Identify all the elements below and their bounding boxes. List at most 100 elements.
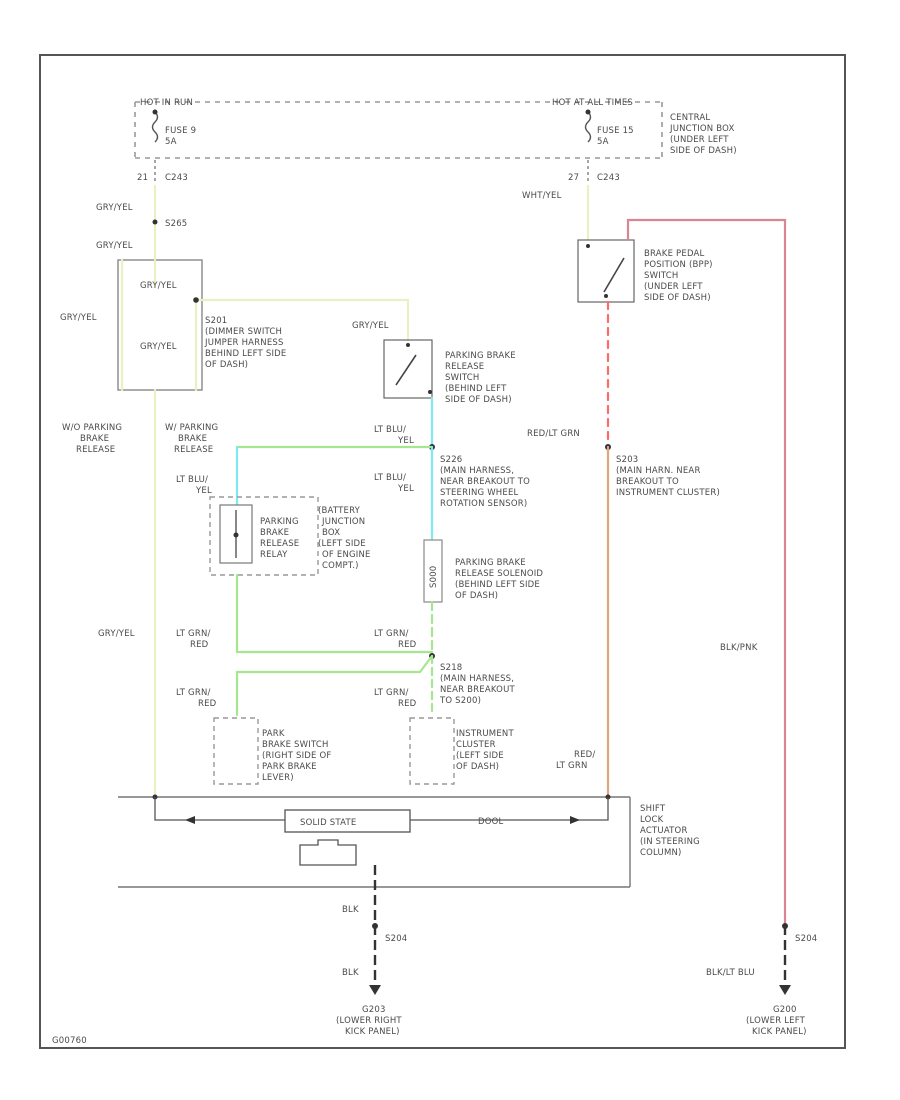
svg-text:LT GRN/: LT GRN/	[176, 688, 211, 698]
svg-text:C243: C243	[597, 173, 620, 183]
svg-text:JUNCTION: JUNCTION	[321, 517, 365, 527]
svg-text:LOCK: LOCK	[640, 815, 664, 825]
svg-text:SIDE OF DASH): SIDE OF DASH)	[445, 395, 512, 405]
svg-text:KICK PANEL): KICK PANEL)	[752, 1027, 807, 1037]
hot-at-all-times-label: HOT AT ALL TIMES	[552, 98, 633, 108]
svg-text:LT GRN/: LT GRN/	[374, 688, 409, 698]
svg-text:S218: S218	[440, 663, 462, 673]
svg-text:FUSE 9: FUSE 9	[165, 126, 196, 136]
lt-grn-red-label-d: LT GRN/ RED	[374, 688, 417, 709]
dimmer-jumper-block: GRY/YEL GRY/YEL GRY/YEL S201 (DIMMER SWI…	[60, 258, 410, 392]
svg-text:BOX: BOX	[322, 528, 340, 538]
module-arrow-label: DOOL	[478, 817, 504, 827]
svg-text:S204: S204	[795, 934, 817, 944]
svg-text:W/O PARKING: W/O PARKING	[62, 423, 122, 433]
svg-text:G200: G200	[773, 1005, 797, 1015]
svg-text:PARKING: PARKING	[260, 517, 299, 527]
svg-text:(BATTERY: (BATTERY	[318, 506, 361, 516]
s218-label: S218 (MAIN HARNESS, NEAR BREAKOUT TO S20…	[439, 663, 515, 706]
diagram-frame	[39, 54, 846, 1049]
svg-text:LT BLU/: LT BLU/	[176, 475, 208, 485]
svg-text:SHIFT: SHIFT	[640, 804, 666, 814]
park-brake-switch: PARK BRAKE SWITCH (RIGHT SIDE OF PARK BR…	[213, 717, 332, 785]
svg-text:27: 27	[568, 173, 579, 183]
svg-text:G203: G203	[362, 1005, 386, 1015]
central-junction-label: CENTRAL JUNCTION BOX (UNDER LEFT SIDE OF…	[669, 113, 737, 156]
gry-yel-label-lower: GRY/YEL	[98, 629, 135, 639]
svg-text:RED: RED	[398, 699, 417, 709]
svg-text:SIDE OF DASH): SIDE OF DASH)	[644, 293, 711, 303]
s226-label: S226 (MAIN HARNESS, NEAR BREAKOUT TO STE…	[440, 455, 530, 509]
svg-text:GRY/YEL: GRY/YEL	[60, 313, 97, 323]
lt-blu-yel-lower-label: LT BLU/ YEL	[374, 473, 414, 494]
svg-text:OF ENGINE: OF ENGINE	[322, 550, 371, 560]
svg-text:PARKING BRAKE: PARKING BRAKE	[455, 558, 526, 568]
svg-text:ROTATION SENSOR): ROTATION SENSOR)	[440, 499, 527, 509]
svg-text:RELEASE: RELEASE	[174, 445, 213, 455]
svg-text:(LOWER LEFT: (LOWER LEFT	[746, 1016, 806, 1026]
solid-state-label: SOLID STATE	[300, 818, 356, 828]
shift-lock-actuator: SOLID STATE DOOL SHIFT LOCK ACTUATOR (IN…	[118, 794, 700, 888]
svg-text:BEHIND LEFT SIDE: BEHIND LEFT SIDE	[205, 349, 286, 359]
svg-text:BRAKE: BRAKE	[260, 528, 289, 538]
svg-text:LEVER): LEVER)	[262, 773, 294, 783]
svg-text:GRY/YEL: GRY/YEL	[96, 241, 133, 251]
svg-text:C243: C243	[165, 173, 188, 183]
svg-text:BLK: BLK	[342, 905, 359, 915]
svg-text:GRY/YEL: GRY/YEL	[96, 203, 133, 213]
svg-text:FUSE 15: FUSE 15	[597, 126, 634, 136]
lt-blu-yel-top-label: LT BLU/ YEL	[374, 425, 414, 446]
lt-grn-red-label-a: LT GRN/ RED	[176, 629, 210, 650]
svg-text:RELAY: RELAY	[260, 550, 288, 560]
svg-text:LT BLU/: LT BLU/	[374, 473, 406, 483]
ground-g203: BLK S204 BLK G203 (LOWER RIGHT KICK PANE…	[336, 865, 407, 1037]
svg-text:(MAIN HARNESS,: (MAIN HARNESS,	[440, 674, 514, 684]
svg-text:OF DASH): OF DASH)	[205, 360, 248, 370]
relay-feed-label: LT BLU/ YEL	[176, 475, 212, 496]
svg-text:SWITCH: SWITCH	[445, 373, 480, 383]
wht-yel-label: WHT/YEL	[522, 191, 562, 201]
svg-text:RED: RED	[190, 640, 209, 650]
svg-text:TO S200): TO S200)	[439, 696, 481, 706]
svg-text:RED/: RED/	[574, 750, 596, 760]
svg-text:INSTRUMENT: INSTRUMENT	[456, 729, 514, 739]
svg-text:S000: S000	[429, 566, 439, 588]
svg-text:RED: RED	[398, 640, 417, 650]
svg-text:GRY/YEL: GRY/YEL	[352, 321, 389, 331]
instrument-cluster: INSTRUMENT CLUSTER (LEFT SIDE OF DASH)	[409, 717, 514, 785]
svg-text:POSITION (BPP): POSITION (BPP)	[644, 260, 713, 270]
svg-text:W/ PARKING: W/ PARKING	[165, 423, 218, 433]
figure-code: G00760	[52, 1036, 87, 1046]
svg-text:BRAKE: BRAKE	[80, 434, 109, 444]
svg-text:5A: 5A	[165, 137, 177, 147]
svg-text:RELEASE: RELEASE	[445, 362, 484, 372]
svg-text:(RIGHT SIDE OF: (RIGHT SIDE OF	[262, 751, 332, 761]
ground-g200: S204 BLK/LT BLU G200 (LOWER LEFT KICK PA…	[706, 923, 817, 1037]
connector-c243-right: 27 C243	[568, 160, 620, 184]
parking-brake-release-relay: PARKING BRAKE RELEASE RELAY (BATTERY JUN…	[209, 496, 371, 576]
svg-text:(BEHIND LEFT: (BEHIND LEFT	[445, 384, 507, 394]
svg-text:NEAR BREAKOUT TO: NEAR BREAKOUT TO	[440, 477, 530, 487]
lt-grn-red-label-b: LT GRN/ RED	[374, 629, 417, 650]
lt-grn-red-loop	[235, 573, 434, 654]
svg-text:BLK: BLK	[342, 968, 359, 978]
red-lt-grn-bottom-label: RED/ LT GRN	[556, 750, 596, 771]
svg-text:BRAKE SWITCH: BRAKE SWITCH	[262, 740, 329, 750]
svg-text:(BEHIND LEFT SIDE: (BEHIND LEFT SIDE	[455, 580, 540, 590]
parking-brake-release-solenoid: S000 PARKING BRAKE RELEASE SOLENOID (BEH…	[423, 539, 543, 603]
svg-text:BLK/LT BLU: BLK/LT BLU	[706, 968, 755, 978]
svg-text:GRY/YEL: GRY/YEL	[140, 342, 177, 352]
lt-grn-red-park-switch-wire	[235, 654, 434, 717]
svg-text:RED: RED	[198, 699, 217, 709]
svg-text:CLUSTER: CLUSTER	[456, 740, 496, 750]
svg-text:YEL: YEL	[397, 484, 414, 494]
svg-text:21: 21	[137, 173, 148, 183]
svg-text:LT BLU/: LT BLU/	[374, 425, 406, 435]
svg-text:(LEFT SIDE: (LEFT SIDE	[318, 539, 366, 549]
svg-text:S265: S265	[165, 219, 187, 229]
lt-grn-red-label-c: LT GRN/ RED	[176, 688, 217, 709]
left-gry-yel-feed: GRY/YEL S265 GRY/YEL	[96, 184, 187, 260]
parking-brake-release-switch: GRY/YEL PARKING BRAKE RELEASE SWITCH (BE…	[352, 321, 516, 405]
svg-text:SIDE OF DASH): SIDE OF DASH)	[670, 146, 737, 156]
